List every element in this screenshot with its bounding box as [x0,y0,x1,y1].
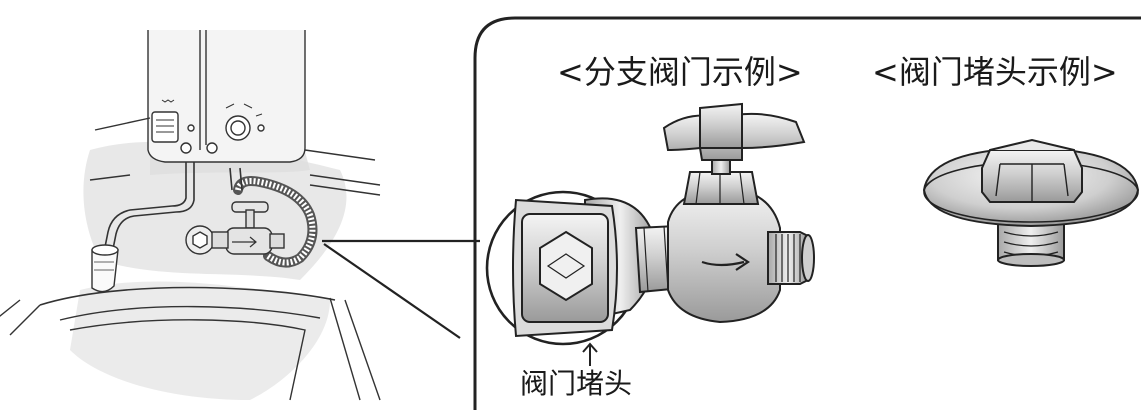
sink-shading [70,281,330,400]
small-branch-valve [185,201,285,255]
valve-cap-example-title: <阀门堵头示例> [872,53,1118,91]
spout-pipe [103,162,187,253]
spout-tip [91,244,119,293]
valve-cap-example [922,138,1140,267]
branch-valve [512,102,815,338]
callout-frame [473,16,1141,410]
installation-scene [0,30,381,401]
heater-panel [151,111,179,143]
callout-connector [322,239,480,339]
sink-rim [39,286,336,306]
valve-cap-label: 阀门堵头 [520,367,633,400]
branch-valve-example-title: <分支阀门示例> [557,53,803,91]
water-heater-body [147,30,306,163]
up-arrow-icon [582,342,598,366]
valve-cap-on-valve [512,198,618,338]
flow-direction-arrow-icon [701,260,745,267]
